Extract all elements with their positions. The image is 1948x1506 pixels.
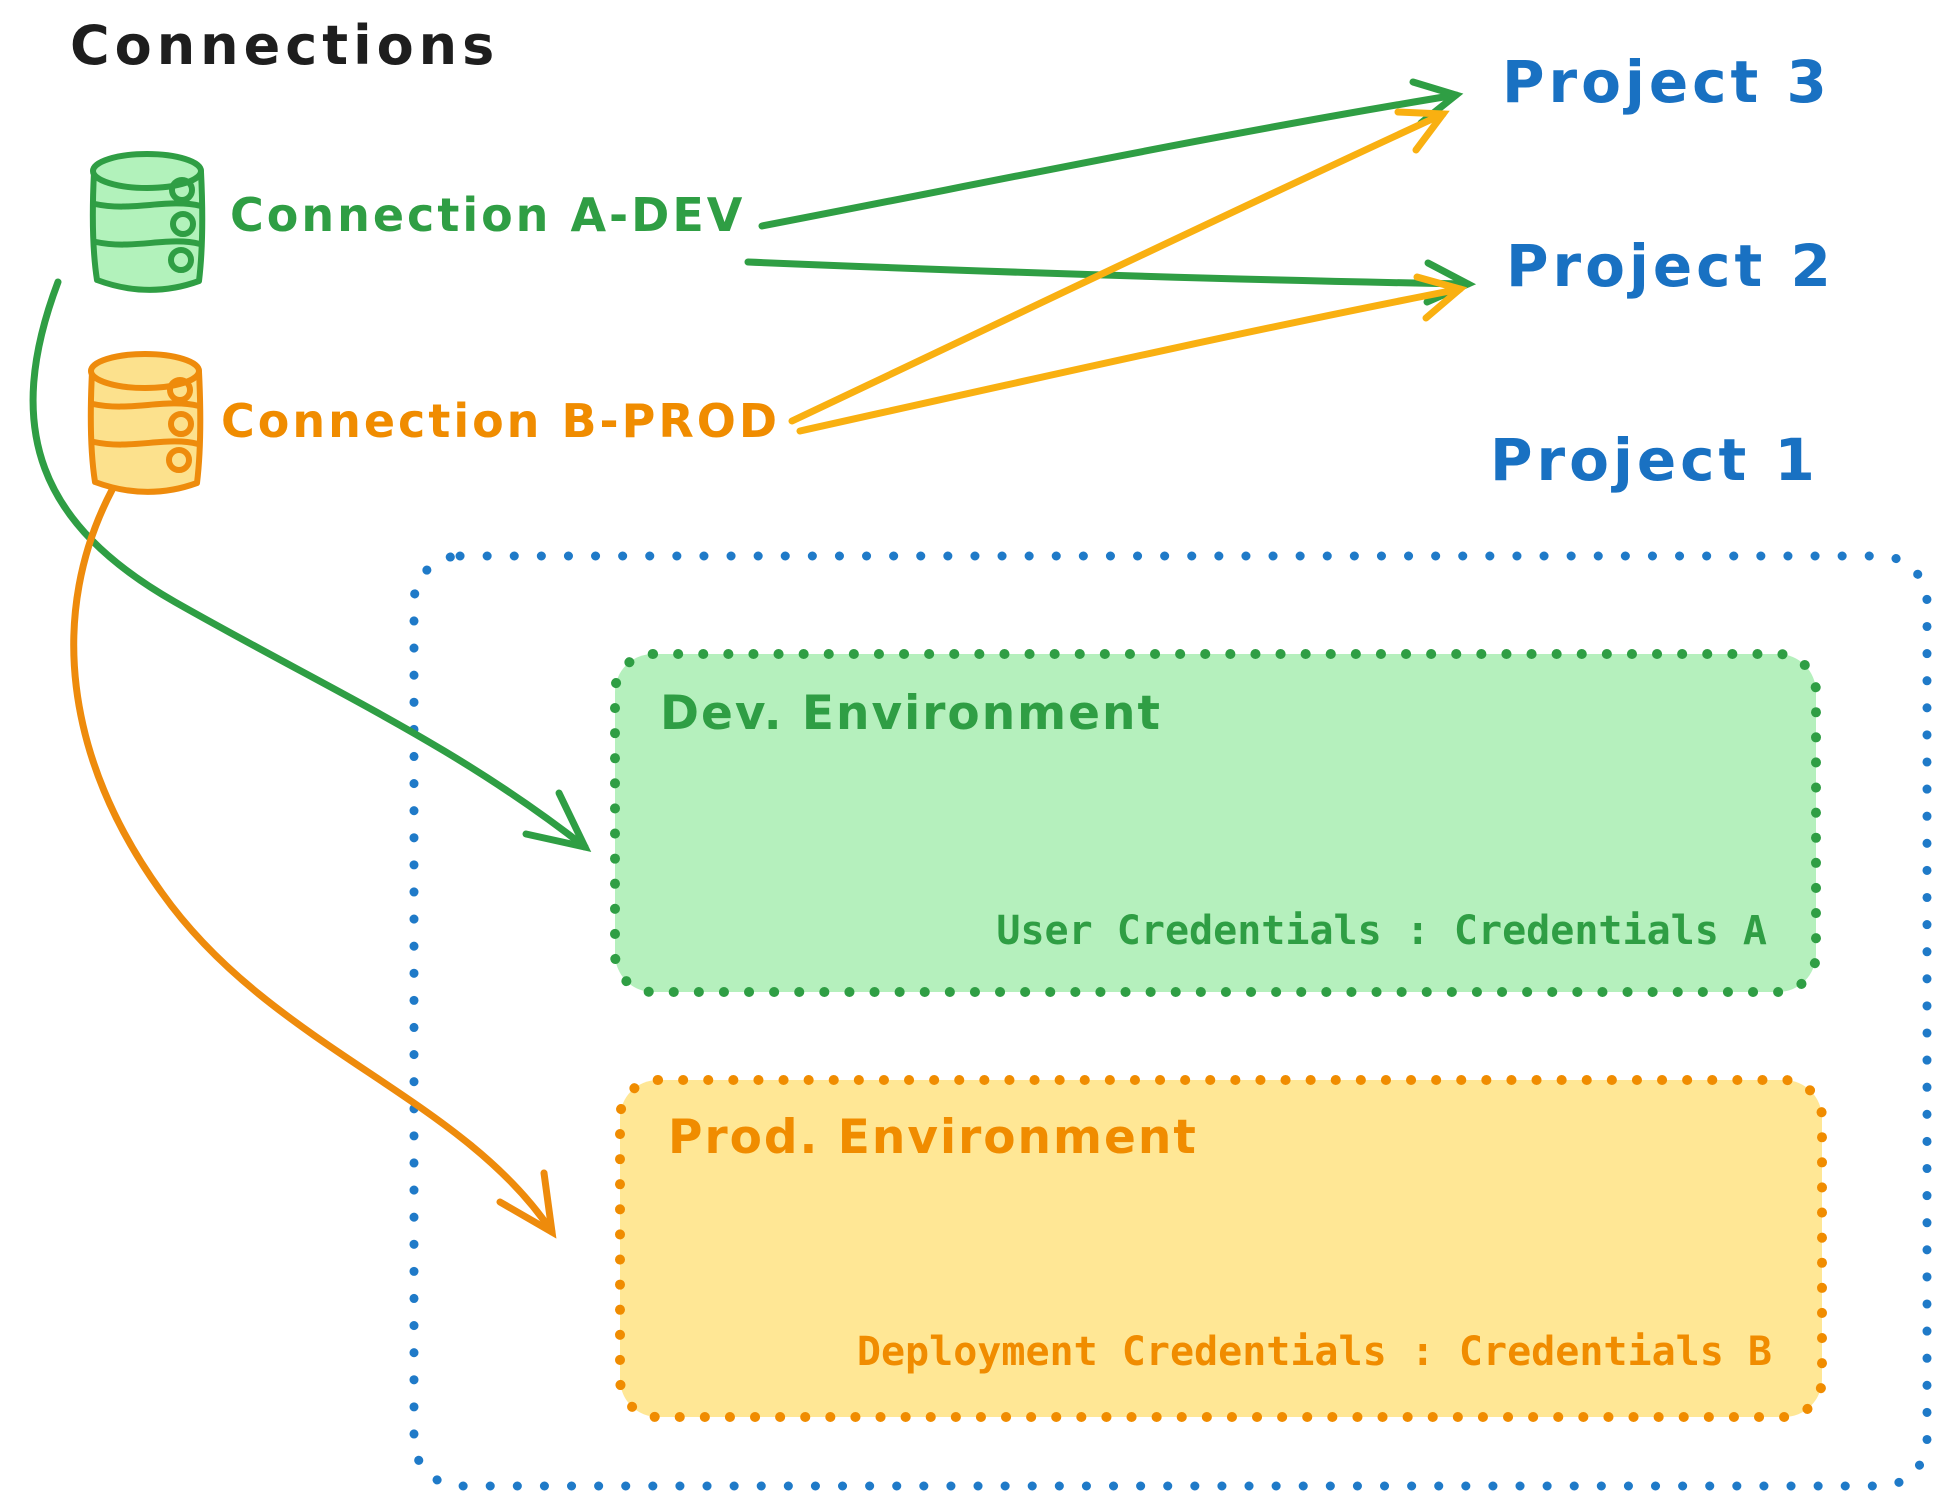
prod-environment-credentials: Deployment Credentials : Credentials B	[856, 1329, 1772, 1375]
arrow-b-prod-to-project-2	[796, 273, 1468, 435]
diagram-title: Connections	[70, 14, 500, 77]
connection-b-prod-label: Connection B-PROD	[221, 394, 781, 448]
project-1-container-border	[409, 551, 1932, 1491]
arrow-a-dev-to-dev-environment	[29, 278, 592, 852]
database-icon-b-prod	[87, 351, 204, 495]
project-1-label: Project 1	[1490, 426, 1819, 494]
dev-environment-credentials: User Credentials : Credentials A	[996, 908, 1767, 954]
dev-environment-box	[610, 649, 1821, 997]
arrow-b-prod-to-project-3	[788, 108, 1450, 425]
dev-environment-title: Dev. Environment	[660, 686, 1162, 741]
database-icon-a-dev	[89, 151, 206, 293]
connection-a-dev-label: Connection A-DEV	[230, 188, 746, 242]
arrow-b-prod-to-prod-environment	[70, 486, 557, 1239]
prod-environment-title: Prod. Environment	[668, 1110, 1198, 1165]
prod-environment-box	[615, 1075, 1827, 1422]
project-3-label: Project 3	[1502, 48, 1831, 116]
project-2-label: Project 2	[1506, 232, 1835, 300]
